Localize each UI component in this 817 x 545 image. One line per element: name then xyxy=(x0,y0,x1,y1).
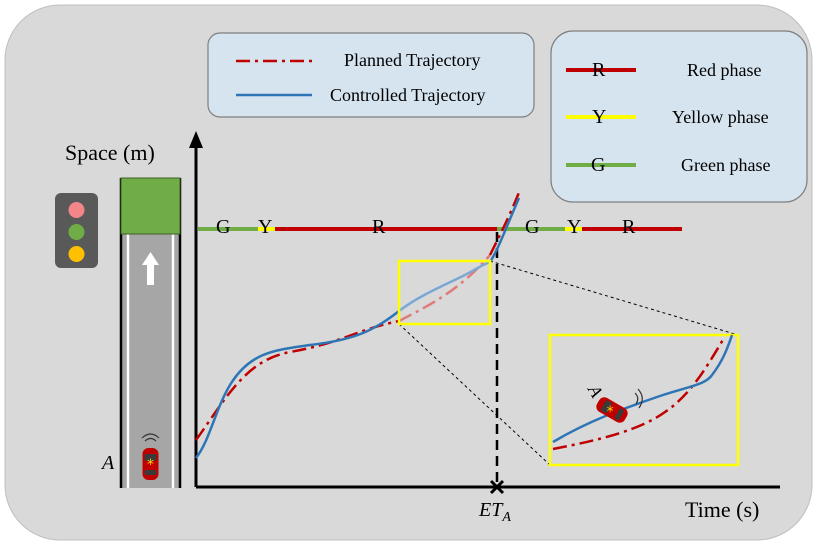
inset-controlled-trajectory xyxy=(552,334,734,444)
signal-letter-y2: Y xyxy=(567,216,582,238)
y-axis-arrow xyxy=(189,131,203,148)
x-axis-label: Time (s) xyxy=(685,497,760,522)
zoom-connector-bottom xyxy=(398,323,551,466)
zoom-connector-top xyxy=(489,260,739,336)
controlled-legend-label: Controlled Trajectory xyxy=(330,85,486,105)
traffic-light-yellow xyxy=(68,246,85,262)
zoom-inset-box xyxy=(548,333,740,467)
green-phase-legend-label: Green phase xyxy=(681,155,771,175)
controlled-trajectory-zoom-region xyxy=(398,260,491,312)
traffic-light-red xyxy=(68,202,85,218)
red-phase-legend-label: Red phase xyxy=(687,60,762,80)
inset-wireless-icon xyxy=(634,388,643,409)
wireless-icon xyxy=(141,433,160,442)
event-time-label: ETA xyxy=(479,500,511,525)
event-time-marker xyxy=(489,479,505,495)
signal-letter-y1: Y xyxy=(258,216,273,238)
car-icon: * xyxy=(142,448,159,480)
controlled-trajectory xyxy=(195,310,400,459)
signal-letter-r1: R xyxy=(372,216,386,238)
planned-trajectory-zoom-region xyxy=(398,254,491,323)
event-time-label-main: ET xyxy=(479,499,503,521)
green-phase-legend-letter: G xyxy=(591,154,606,176)
inset-car-icon: * xyxy=(596,397,628,423)
up-arrow-icon xyxy=(142,252,159,285)
zoom-source-box xyxy=(397,259,492,326)
traffic-light-green xyxy=(68,224,85,240)
inset-planned-trajectory xyxy=(552,337,726,451)
signal-letter-r2: R xyxy=(622,216,636,238)
svg-text:*: * xyxy=(147,457,154,473)
signal-letter-g1: G xyxy=(216,216,231,238)
red-phase-legend-letter: R xyxy=(592,59,606,81)
destination-block xyxy=(120,177,181,235)
planned-trajectory-after xyxy=(488,189,522,256)
y-axis-label: Space (m) xyxy=(65,140,155,165)
planned-trajectory xyxy=(194,319,400,441)
vehicle-label: A xyxy=(102,452,115,474)
yellow-phase-legend-label: Yellow phase xyxy=(672,107,769,127)
signal-letter-g2: G xyxy=(525,216,540,238)
controlled-trajectory-after xyxy=(488,197,521,263)
event-time-label-sub: A xyxy=(502,510,511,525)
planned-legend-label: Planned Trajectory xyxy=(344,50,481,70)
phase-legend-box xyxy=(550,30,808,203)
yellow-phase-legend-letter: Y xyxy=(592,106,607,128)
